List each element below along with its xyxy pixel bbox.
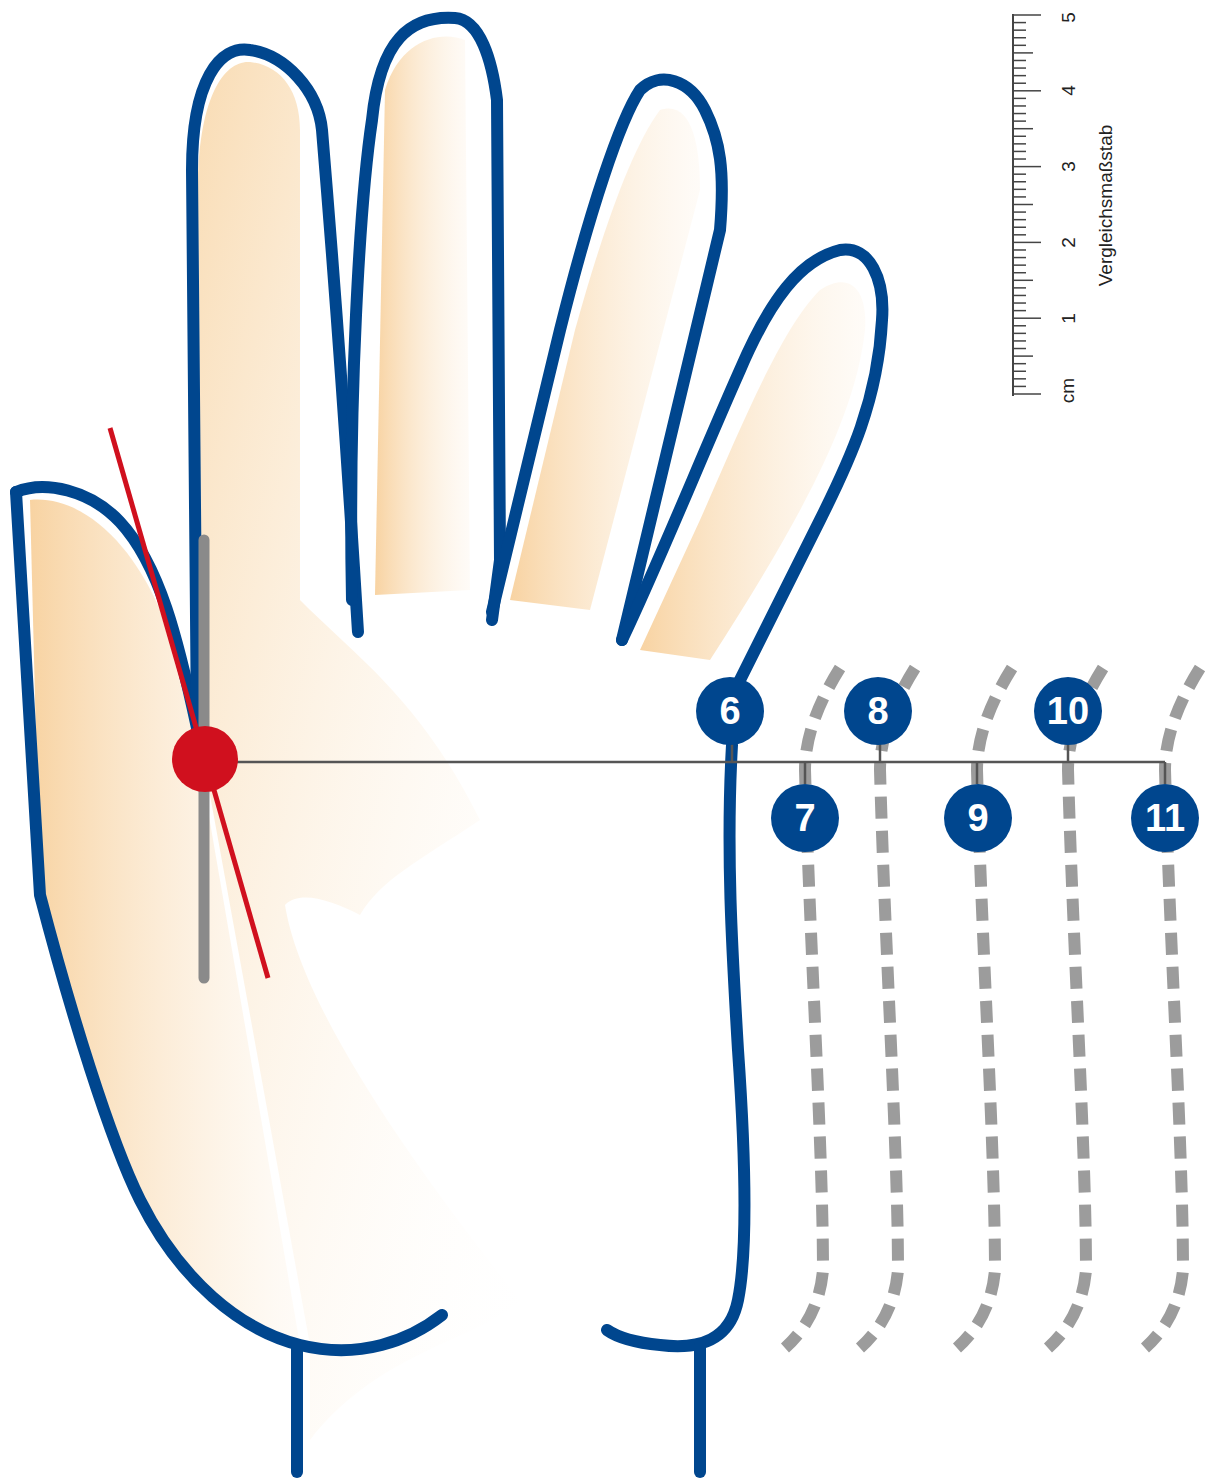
scale-number: 4 — [1058, 85, 1077, 96]
callout-circle: 6 — [696, 677, 764, 745]
scale-number: 3 — [1058, 161, 1077, 172]
callout-circle: 9 — [944, 784, 1012, 852]
callout-number: 7 — [794, 799, 815, 837]
size-outline-dashed — [785, 668, 1200, 1348]
callout-circle: 8 — [844, 677, 912, 745]
measure-point — [172, 726, 238, 792]
callout-circle: 10 — [1034, 677, 1102, 745]
callout-number: 10 — [1047, 692, 1089, 730]
ruler — [1013, 14, 1041, 396]
scale-caption: Vergleichsmaßstab — [1096, 124, 1115, 286]
callout-circle: 7 — [771, 784, 839, 852]
callout-number: 8 — [867, 692, 888, 730]
scale-number: 2 — [1058, 237, 1077, 248]
measure-line — [205, 742, 1165, 784]
callout-number: 11 — [1145, 799, 1185, 837]
hand-outline — [16, 18, 882, 1472]
scale-number: cm — [1058, 377, 1077, 402]
callout-number: 9 — [967, 799, 988, 837]
scale-number: 5 — [1058, 12, 1077, 23]
knuckle-line — [110, 428, 268, 978]
callout-circle: 11 — [1131, 784, 1199, 852]
callout-number: 6 — [719, 692, 740, 730]
scale-number: 1 — [1058, 313, 1077, 324]
